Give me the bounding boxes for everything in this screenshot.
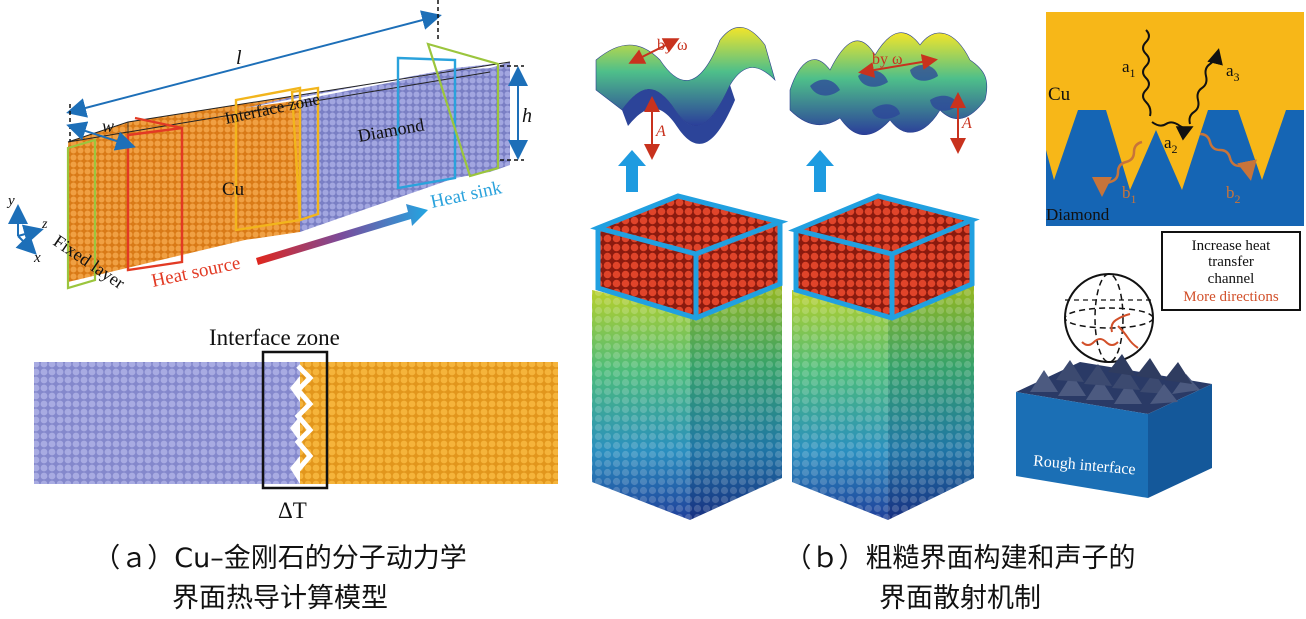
- scatter-label-a1: a1: [1122, 57, 1136, 80]
- interface-cu-teeth: [300, 362, 326, 484]
- width-dimension-arrow: [66, 121, 136, 151]
- cross-section: Interface zone ΔT: [34, 325, 558, 523]
- fixed-layer-right: [426, 42, 500, 178]
- caption-a-line-1: （ａ）Cu–金刚石的分子动力学: [93, 543, 467, 574]
- pillar-right-side-atoms: [888, 284, 974, 520]
- label-axis-y: y: [6, 193, 15, 209]
- up-arrow-left: [618, 150, 646, 192]
- axis-x-arrow: [15, 233, 37, 255]
- label-amplitude-1: A: [655, 123, 666, 140]
- sphere-phonon-2: [1117, 325, 1139, 349]
- label-width: w: [102, 116, 114, 136]
- sphere-phonon-3: [1110, 313, 1131, 333]
- label-height: h: [522, 105, 532, 127]
- heat-source-slab: [126, 126, 184, 272]
- interface-diamond-teeth: [282, 362, 300, 484]
- caption-b-line-1: （ｂ）粗糙界面构建和声子的: [784, 543, 1136, 574]
- label-axis-z: z: [41, 217, 48, 232]
- sphere-equator: [1064, 307, 1154, 329]
- heat-source-top-edge: [134, 116, 183, 130]
- scattering-diagram: Cu Diamond a1 a2 a3 b1 b2: [1046, 12, 1304, 226]
- scatter-label-b1: b1: [1122, 183, 1137, 206]
- axis-z-arrow: [17, 224, 44, 244]
- label-axis-x: x: [33, 250, 41, 266]
- label-by-omega-1: by ω: [657, 37, 688, 54]
- phonon-a3: [1188, 48, 1223, 125]
- block-front-face: [1016, 392, 1148, 498]
- box-right-face: [490, 62, 510, 172]
- up-arrow-right: [806, 150, 834, 192]
- block-pyramids: [1030, 354, 1200, 404]
- label-interface-zone-section: Interface zone: [209, 325, 340, 350]
- scatter-label-a3: a3: [1226, 61, 1240, 84]
- scatter-label-b2: b2: [1226, 183, 1241, 206]
- scatter-label-diamond: Diamond: [1046, 205, 1110, 224]
- wave-surface-2: by ω A: [789, 32, 988, 154]
- callout-box: Increase heat transfer channel More dire…: [1161, 231, 1301, 311]
- label-cu: Cu: [222, 179, 245, 200]
- phonon-b1: [1092, 140, 1143, 197]
- pillar-left-top-atoms: [596, 198, 782, 318]
- interface-gap: [294, 364, 314, 472]
- label-by-omega-2: by ω: [872, 51, 903, 68]
- phonon-a1: [1142, 29, 1152, 117]
- phonon-a2: [1151, 121, 1194, 141]
- callout-frame: [1161, 231, 1301, 311]
- pillar-right-top-atoms: [796, 198, 974, 316]
- callout-line-2: transfer: [1208, 254, 1254, 270]
- cross-section-diamond: [34, 362, 282, 484]
- wave-1-frequency-arrow: [628, 38, 680, 64]
- pillar-right-top-side: [892, 222, 974, 316]
- label-length: l: [236, 47, 242, 69]
- interface-zone-box: [261, 350, 329, 490]
- sphere-meridian: [1094, 273, 1124, 363]
- pillar-right-front-atoms: [792, 290, 888, 520]
- pillar-left-side-atoms: [690, 284, 782, 520]
- wave-surface-1: by ω A: [595, 26, 776, 160]
- rough-interface-block: Rough interface: [1016, 273, 1212, 498]
- callout-line-1: Increase heat: [1192, 238, 1272, 254]
- wave-2-frequency-arrow: [858, 54, 938, 78]
- phonon-b2: [1199, 132, 1257, 181]
- heat-flow-arrow: [256, 204, 428, 265]
- callout-line-4: More directions: [1183, 289, 1279, 305]
- label-delta-t: ΔT: [278, 498, 307, 523]
- wave-2-trough-1: [810, 79, 840, 96]
- length-dimension-arrow: [66, 10, 442, 118]
- md-pillar-right: [788, 193, 980, 520]
- callout-line-3: channel: [1208, 271, 1255, 287]
- pillar-left-front-atoms: [592, 290, 690, 520]
- label-amplitude-2: A: [961, 115, 972, 132]
- scatter-sphere: [1064, 273, 1154, 363]
- pillar-left-top-side: [694, 224, 782, 318]
- wave-2-trough-4: [872, 104, 900, 119]
- caption-a-line-2: 界面热导计算模型: [172, 583, 388, 614]
- caption-b-line-2: 界面散射机制: [879, 583, 1041, 614]
- scatter-label-cu: Cu: [1048, 84, 1071, 105]
- md-box-3d: l w h Interface zone Diamond Cu Heat sin…: [6, 0, 532, 293]
- md-pillar-left: [590, 193, 789, 520]
- scatter-label-a2: a2: [1164, 133, 1178, 156]
- block-side-face: [1148, 384, 1212, 498]
- cross-section-cu: [300, 362, 558, 484]
- scatter-cu-region: [1046, 12, 1304, 190]
- sphere-phonon-1: [1081, 338, 1119, 346]
